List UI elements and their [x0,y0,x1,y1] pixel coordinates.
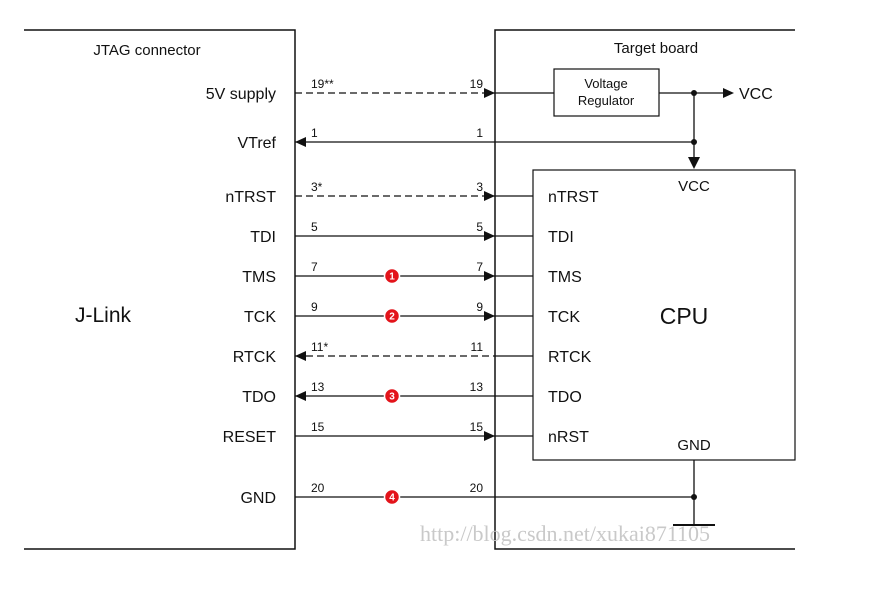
vcc-output-label: VCC [739,86,773,103]
arrow-ntrst [484,191,495,201]
pin-right-ntrst: 3 [476,180,483,194]
pin-right-reset: 15 [470,420,484,434]
marker-badge-3 [383,387,401,405]
pin-right-tms: 7 [476,260,483,274]
marker-badge-4 [383,488,401,506]
pin-left-tdi: 5 [311,220,318,234]
cpu-pin-label-tms: TMS [548,269,582,286]
arrow-tms [484,271,495,281]
cpu-box [532,169,796,461]
arrow-tdo [295,391,306,401]
vcc-rail [659,88,734,169]
pin-left-gnd: 20 [311,481,325,495]
pin-left-vtref: 1 [311,126,318,140]
cpu-pin-label-rtck: RTCK [548,349,592,366]
pin-right-tdi: 5 [476,220,483,234]
signal-label-ntrst: nTRST [225,189,276,206]
pin-left-reset: 15 [311,420,325,434]
cpu-pin-label-reset: nRST [548,429,589,446]
signal-label-tck: TCK [244,309,276,326]
marker-badge-number-4: 4 [389,493,395,504]
pin-right-gnd: 20 [470,481,484,495]
pin-left-rtck: 11* [311,340,328,354]
pin-right-5v-supply: 19 [470,77,484,91]
cpu-pin-label-ntrst: nTRST [548,189,599,206]
arrow-reset [484,431,495,441]
jlink-name: J-Link [75,304,132,327]
pin-left-tdo: 13 [311,380,325,394]
pin-right-vtref: 1 [476,126,483,140]
pin-right-tck: 9 [476,300,483,314]
regulator-label-line2: Regulator [578,93,635,108]
pin-left-tck: 9 [311,300,318,314]
signal-label-rtck: RTCK [233,349,277,366]
signal-label-5v-supply: 5V supply [206,86,276,103]
target-board-box [494,29,795,550]
arrow-vtref [295,137,306,147]
cpu-gnd-label: GND [677,437,711,454]
cpu-pin-label-tdi: TDI [548,229,574,246]
arrow-5v-supply [484,88,495,98]
signal-label-tdo: TDO [242,389,276,406]
watermark: http://blog.csdn.net/xukai871105 [420,521,710,546]
marker-badge-2 [383,307,401,325]
signal-label-tms: TMS [242,269,276,286]
cpu-name: CPU [660,303,709,329]
signal-label-tdi: TDI [250,229,276,246]
signal-label-gnd: GND [240,490,276,507]
marker-badge-number-1: 1 [389,272,395,283]
marker-badge-number-2: 2 [389,312,395,323]
cpu-pin-label-tck: TCK [548,309,580,326]
signal-label-vtref: VTref [237,135,276,152]
pin-right-rtck: 11 [471,340,484,354]
cpu-pin-label-tdo: TDO [548,389,582,406]
pin-left-5v-supply: 19** [311,77,334,91]
marker-badge-number-3: 3 [389,392,395,403]
marker-badge-1 [383,267,401,285]
arrow-tdi [484,231,495,241]
cpu-vcc-label: VCC [678,178,710,195]
jlink-box [24,29,296,550]
arrow-tck [484,311,495,321]
pin-left-ntrst: 3* [311,180,323,194]
arrow-rtck [295,351,306,361]
jlink-header: JTAG connector [93,42,200,59]
regulator-label-line1: Voltage [584,76,627,91]
target-board-header: Target board [614,40,698,57]
gnd-rail [673,460,715,526]
pin-left-tms: 7 [311,260,318,274]
signal-label-reset: RESET [223,429,277,446]
pin-right-tdo: 13 [470,380,484,394]
